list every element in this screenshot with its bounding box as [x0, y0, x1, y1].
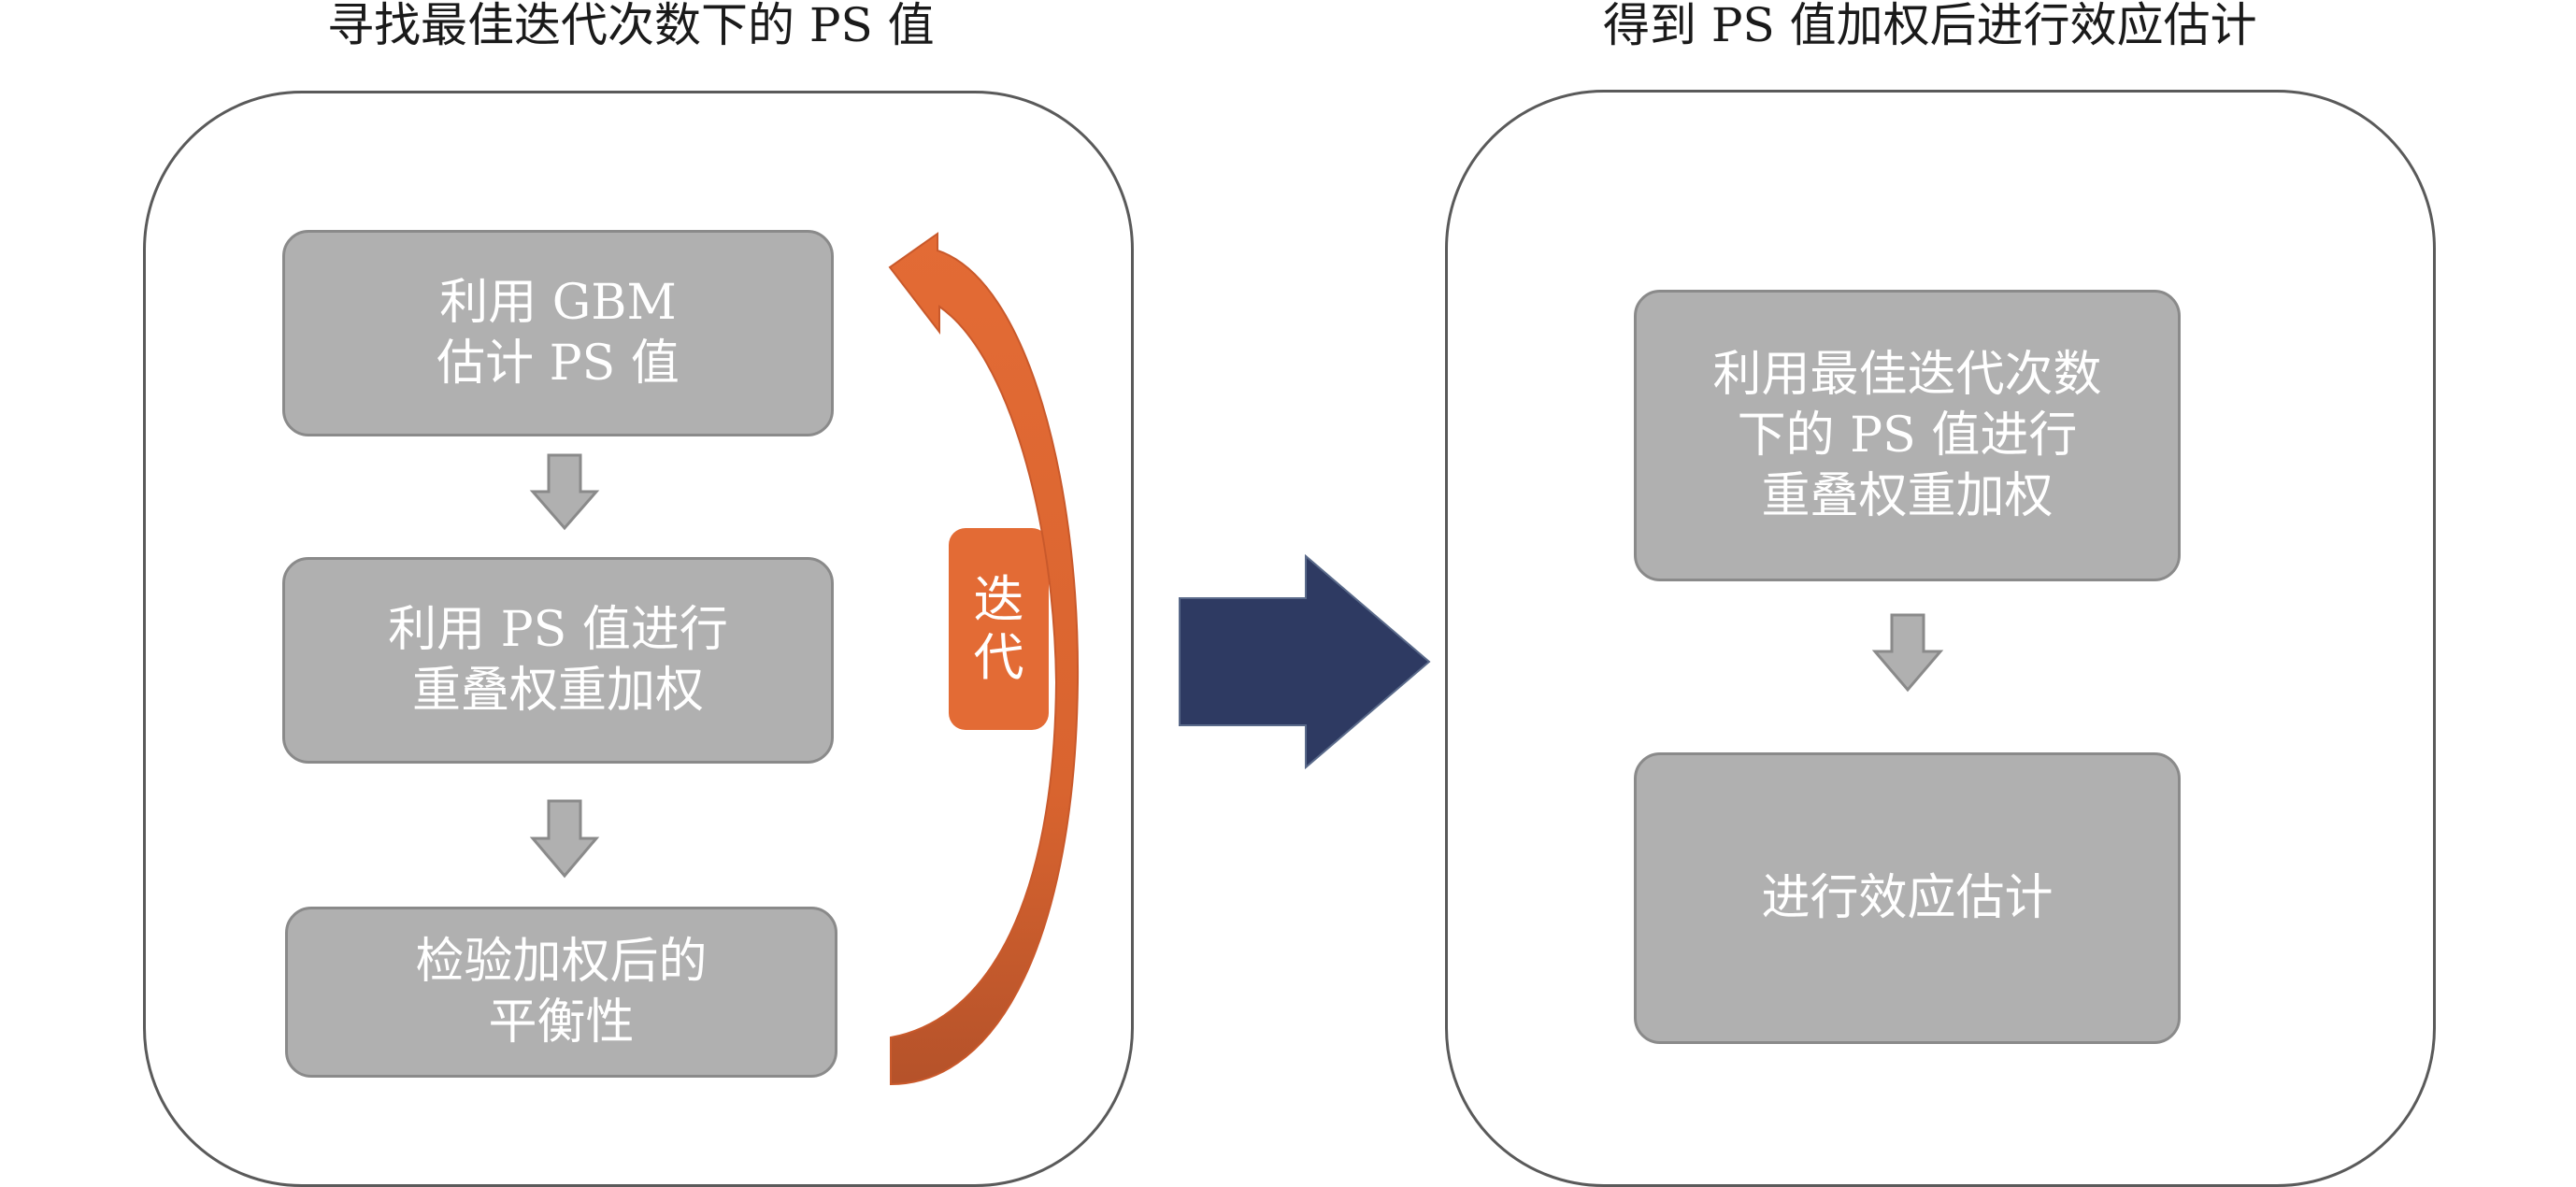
step-estimate-ps-line-2: 估计 PS 值: [436, 335, 680, 392]
right-panel-title: 得到 PS 值加权后进行效应估计: [1603, 0, 2257, 52]
iteration-label-char-1: 迭: [973, 569, 1024, 629]
step-overlap-weighting-box: 利用 PS 值进行 重叠权重加权: [282, 557, 834, 764]
step-balance-check-box: 检验加权后的 平衡性: [285, 907, 837, 1078]
transition-arrow-icon: [1179, 553, 1431, 770]
step-estimate-ps-line-1: 利用 GBM: [439, 274, 677, 331]
step-balance-check-line-1: 检验加权后的: [415, 933, 708, 990]
step-estimate-ps-box: 利用 GBM 估计 PS 值: [282, 230, 834, 436]
step-best-iteration-line-3: 重叠权重加权: [1761, 467, 2054, 524]
left-panel-title: 寻找最佳迭代次数下的 PS 值: [327, 0, 935, 52]
down-arrow-2-icon: [529, 799, 600, 879]
down-arrow-1-icon: [529, 453, 600, 531]
step-best-iteration-line-1: 利用最佳迭代次数: [1712, 346, 2102, 403]
step-balance-check-line-2: 平衡性: [488, 994, 635, 1051]
iteration-curved-arrow-icon: [888, 232, 1080, 1086]
step-effect-estimation-line-1: 进行效应估计: [1761, 869, 2054, 926]
step-best-iteration-line-2: 下的 PS 值进行: [1737, 407, 2078, 464]
step-overlap-weighting-line-2: 重叠权重加权: [411, 662, 704, 719]
step-effect-estimation-box: 进行效应估计: [1634, 752, 2181, 1044]
step-best-iteration-weighting-box: 利用最佳迭代次数 下的 PS 值进行 重叠权重加权: [1634, 290, 2181, 581]
down-arrow-3-icon: [1871, 613, 1944, 693]
step-overlap-weighting-line-1: 利用 PS 值进行: [388, 601, 728, 658]
iteration-label-char-2: 代: [973, 628, 1024, 687]
iteration-label: 迭 代: [949, 528, 1049, 730]
